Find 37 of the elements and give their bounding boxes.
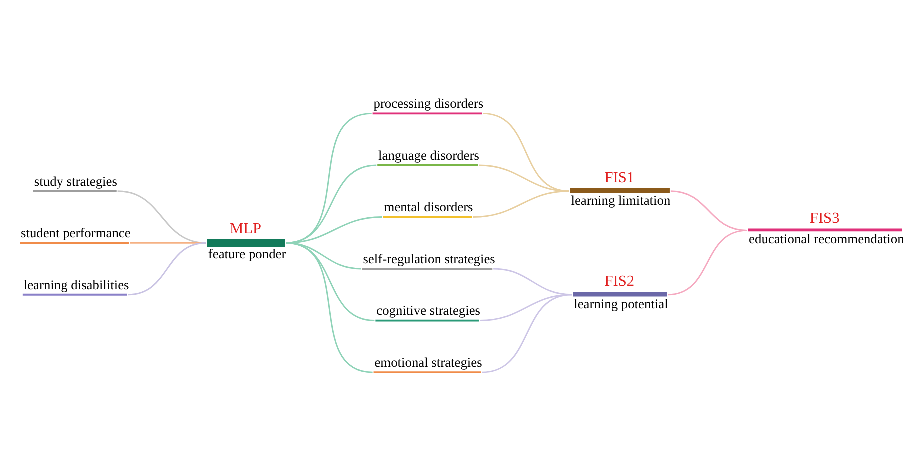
- node-label: student performance: [21, 225, 131, 240]
- connector: [286, 242, 373, 373]
- node-label: language disorders: [378, 147, 480, 162]
- node-box: [383, 216, 472, 218]
- node-label: cognitive strategies: [376, 302, 481, 318]
- node-label: emotional strategies: [374, 354, 482, 370]
- node-label: mental disorders: [384, 199, 474, 214]
- node-label: MLP: [230, 220, 262, 237]
- node-box: [378, 164, 478, 166]
- node-box: [20, 242, 130, 244]
- node-label: learning limitation: [571, 192, 671, 208]
- node-box: [376, 319, 480, 322]
- node-label: processing disorders: [374, 96, 484, 111]
- node-box: [362, 268, 493, 270]
- node-box: [573, 292, 668, 296]
- node-box: [374, 371, 482, 373]
- connector: [128, 242, 207, 296]
- node-label: learning disabilities: [24, 276, 130, 292]
- node-label: feature ponder: [208, 246, 286, 262]
- connector: [494, 268, 572, 296]
- node-box: [33, 190, 117, 192]
- node-label: FIS2: [604, 272, 635, 290]
- connector: [480, 294, 572, 321]
- node-box: [570, 188, 670, 193]
- node-label: study strategies: [34, 173, 118, 188]
- connector: [482, 294, 572, 373]
- connector: [668, 229, 748, 296]
- connector: [473, 190, 570, 218]
- node-label: FIS3: [810, 209, 840, 226]
- node-label: self-regulation strategies: [363, 250, 496, 266]
- node-box: [748, 228, 902, 232]
- node-box: [22, 293, 128, 296]
- node-label: educational recommendation: [749, 230, 904, 246]
- node-label: learning potential: [574, 296, 668, 312]
- node-label: FIS1: [604, 169, 635, 186]
- node-box: [372, 112, 482, 114]
- node-box: [207, 238, 286, 246]
